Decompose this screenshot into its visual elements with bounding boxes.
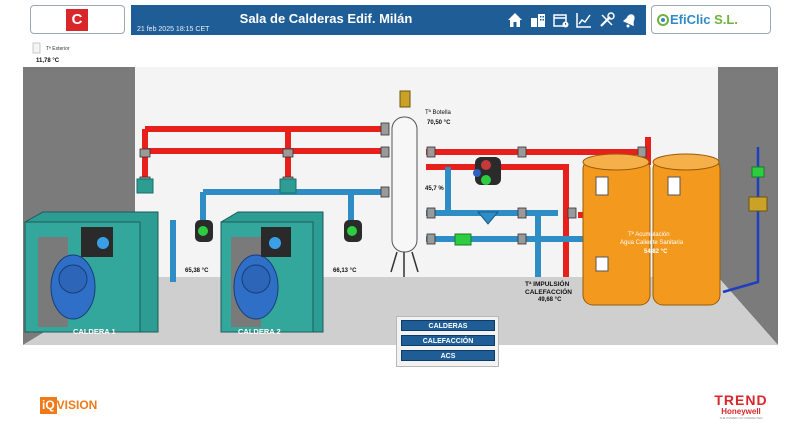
tank-temp-label-1: Tª Acumulación [628, 232, 670, 238]
cold-water-inlet [722, 147, 768, 294]
bottle-temp-value: 70,50 °C [427, 120, 451, 126]
impulsion-temp-value: 49,68 °C [538, 297, 562, 303]
calendar-icon[interactable] [552, 10, 570, 30]
client-logo: C [30, 5, 125, 34]
outside-temp-value: 11,78 °C [36, 58, 60, 64]
impulsion-label-2: CALEFACCIÓN [525, 289, 572, 296]
client-logo-mark: C [66, 9, 88, 31]
honeywell-logo-text: Honeywell [721, 407, 761, 416]
right-wall [718, 67, 778, 345]
building-icon[interactable] [529, 10, 547, 30]
eficlic-logo: EfiClic S.L. [651, 5, 771, 34]
hydraulic-separator [390, 90, 419, 277]
trend-logo-text: TREND [714, 392, 768, 408]
honeywell-tagline: THE POWER OF CONNECTED [719, 416, 763, 420]
boiler2-pump [344, 220, 362, 242]
home-icon[interactable] [506, 10, 524, 30]
boiler2-flow-sensor [279, 178, 297, 194]
boiler1-label: CALDERA 1 [73, 327, 116, 336]
eficlic-brand: EfiClic [670, 12, 711, 27]
bottle-temp-label: Tª Botella [425, 110, 451, 116]
eficlic-suffix: S.L. [710, 12, 738, 27]
boiler1-flow-sensor [136, 178, 154, 194]
tank-temp-value: 54,82 °C [644, 249, 668, 255]
boiler-2 [220, 211, 324, 333]
alarm-bell-icon[interactable] [621, 10, 639, 30]
dhw-tank-1 [582, 153, 651, 306]
trend-honeywell-logo: TREND Honeywell THE POWER OF CONNECTED [706, 393, 776, 420]
calderas-button[interactable]: CALDERAS [401, 320, 495, 331]
iq-vision-logo-iq: iQ [40, 397, 57, 414]
eficlic-logo-icon [657, 14, 669, 26]
boiler1-pump [195, 220, 213, 242]
impulsion-label-1: Tª IMPULSIÓN [525, 281, 570, 288]
tools-icon[interactable] [598, 10, 616, 30]
page-title: Sala de Calderas Edif. Milán [239, 11, 413, 26]
mixing-valve [476, 211, 500, 225]
datetime-label: 21 feb 2025 18:15 CET [137, 26, 210, 33]
title-bar: Sala de Calderas Edif. Milán 21 feb 2025… [131, 5, 646, 35]
heating-pump [473, 157, 501, 185]
boiler-room-diagram [23, 67, 778, 345]
hot-pipes [142, 126, 651, 277]
acs-button[interactable]: ACS [401, 350, 495, 361]
outdoor-sensor-icon [32, 42, 41, 54]
valve-percent: 45,7 % [425, 186, 444, 192]
tank-temp-label-2: Agua Caliente Sanitaria [620, 240, 684, 246]
iq-vision-logo-vision: VISION [56, 398, 98, 412]
boiler1-return-temp: 65,38 °C [185, 268, 209, 274]
dhw-tank-2 [652, 153, 721, 306]
boiler2-label: CALDERA 2 [238, 327, 281, 336]
dhw-pump [454, 233, 472, 246]
calefaccion-button[interactable]: CALEFACCIÓN [401, 335, 495, 346]
outside-temp-label: Tª Exterior [46, 46, 70, 52]
trend-chart-icon[interactable] [575, 10, 593, 30]
boiler2-return-temp: 66,13 °C [333, 268, 357, 274]
boiler-1 [24, 211, 159, 333]
